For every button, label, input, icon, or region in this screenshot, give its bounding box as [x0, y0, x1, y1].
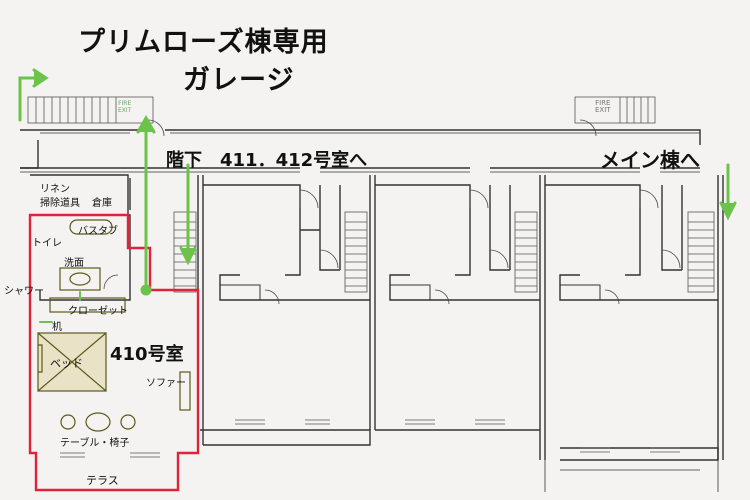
stairs-top-left: [27, 96, 154, 124]
closet-shape: [49, 297, 126, 313]
fire-exit-right: FIRE EXIT: [595, 99, 611, 114]
terrace-label: テラス: [86, 474, 119, 487]
linen-label: リネン: [40, 184, 70, 195]
shower-label: シャワー: [4, 286, 44, 297]
table-chairs-label: テーブル・椅子: [60, 438, 130, 449]
toilet-label: トイレ: [32, 238, 62, 249]
washbasin-shape: [59, 267, 101, 291]
washbasin-label: 洗面: [64, 258, 84, 269]
route-arrows: [18, 68, 737, 323]
storage-label: 倉庫: [92, 198, 112, 209]
arrow-to-garage: [18, 68, 49, 122]
stairs-unit-3: [514, 211, 538, 293]
stairs-unit-left: [173, 211, 197, 293]
title-line-1: プリムローズ棟専用: [78, 27, 329, 58]
doors: [103, 119, 681, 305]
furniture: [37, 219, 191, 432]
arrow-stairs-down: [179, 163, 197, 266]
stairs: [27, 96, 715, 293]
sofa-label: ソファー: [146, 378, 186, 389]
bed-label: ベッド: [50, 357, 83, 370]
arrow-to-main: [719, 163, 737, 221]
stairs-unit-4: [687, 211, 715, 293]
stairs-unit-2: [344, 211, 368, 293]
bathtub-label: バスタブ: [78, 226, 118, 237]
arrow-to-stairs: [136, 114, 156, 296]
desk-label: 机: [52, 322, 62, 333]
bathtub-shape: [69, 219, 113, 235]
cleaning-tools-label: 掃除道具: [40, 198, 80, 209]
windows: [60, 419, 680, 458]
stairs-top-right: [574, 96, 656, 124]
title-line-2: ガレージ: [183, 65, 295, 96]
stairs-down-label: 階下 411．412号室へ: [166, 150, 368, 171]
closet-label: クローゼット: [68, 306, 128, 317]
room-number-label: 410号室: [110, 344, 184, 365]
table-shape: [85, 412, 111, 432]
fire-exit-left: FIRE EXIT: [118, 100, 132, 114]
main-building-label: メイン棟へ: [600, 148, 700, 172]
room-410-outline: [28, 213, 200, 492]
sofa-shape: [179, 371, 191, 411]
building-walls: [20, 129, 724, 492]
